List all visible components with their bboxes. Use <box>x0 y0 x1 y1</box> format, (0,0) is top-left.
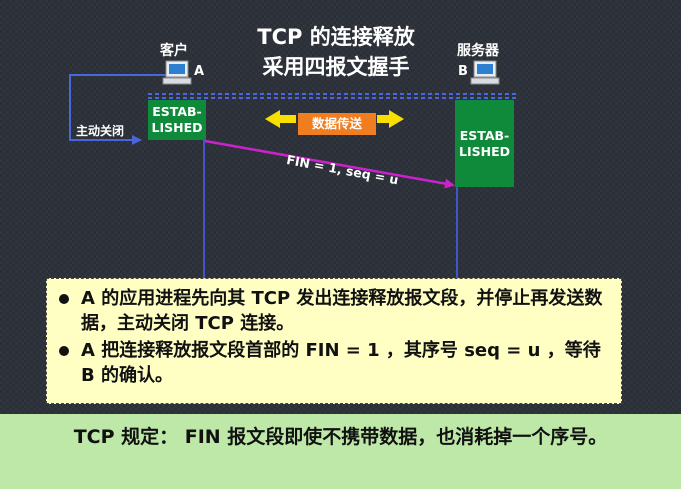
client-state-line-2: LISHED <box>151 120 203 135</box>
client-name: 客户 <box>160 43 188 59</box>
server-state-established: ESTAB- LISHED <box>455 100 514 187</box>
explanation-note: A 的应用进程先向其 TCP 发出连接释放报文段，并停止再发送数据，主动关闭 T… <box>46 278 622 404</box>
right-yellow-arrow <box>377 110 404 128</box>
note-item-1: A 的应用进程先向其 TCP 发出连接释放报文段，并停止再发送数据，主动关闭 T… <box>59 286 611 336</box>
server-state-line-2: LISHED <box>459 143 510 159</box>
diagram-title: TCP 的连接释放 采用四报文握手 <box>220 22 452 82</box>
server-tag: B <box>458 64 468 79</box>
active-close-arrow <box>69 74 166 145</box>
tcp-rule-banner: TCP 规定： FIN 报文段即使不携带数据，也消耗掉一个序号。 <box>0 414 681 489</box>
client-state-line-1: ESTAB- <box>152 104 202 119</box>
title-line-2: 采用四报文握手 <box>262 55 410 79</box>
server-state-line-1: ESTAB- <box>459 127 510 143</box>
client-state-established: ESTAB- LISHED <box>148 100 206 140</box>
title-line-1: TCP 的连接释放 <box>257 25 415 49</box>
client-tag: A <box>194 64 205 79</box>
server-name: 服务器 <box>457 43 499 59</box>
bullet-icon <box>59 294 69 304</box>
data-transfer-label: 数据传送 <box>298 113 376 135</box>
note-item-1-text: A 的应用进程先向其 TCP 发出连接释放报文段，并停止再发送数据，主动关闭 T… <box>81 288 603 334</box>
note-item-2-text: A 把连接释放报文段首部的 FIN = 1 ，其序号 seq = u ，等待 B… <box>81 340 601 386</box>
tcp-rule-text: TCP 规定： FIN 报文段即使不携带数据，也消耗掉一个序号。 <box>73 426 608 448</box>
bullet-icon <box>59 346 69 356</box>
client-computer-icon <box>162 60 192 85</box>
note-item-2: A 把连接释放报文段首部的 FIN = 1 ，其序号 seq = u ，等待 B… <box>59 338 611 388</box>
fin-message-arrow <box>204 139 455 189</box>
active-close-label: 主动关闭 <box>76 124 125 138</box>
left-yellow-arrow <box>265 110 296 128</box>
server-computer-icon <box>470 60 500 85</box>
